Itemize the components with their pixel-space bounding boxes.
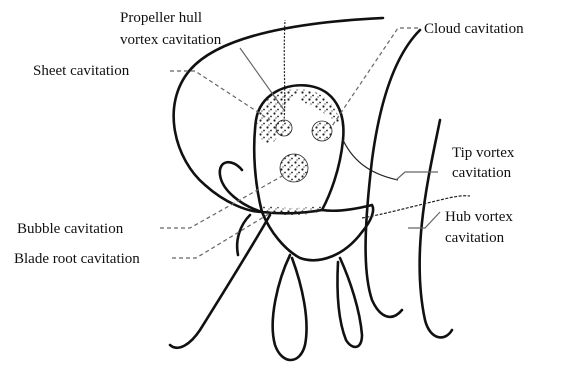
leader-cloud xyxy=(332,28,418,126)
label-tip-vortex-line2: cavitation xyxy=(452,165,512,181)
hub-stub xyxy=(237,215,250,255)
label-bubble-cavitation: Bubble cavitation xyxy=(17,221,124,237)
label-blade-root-cavitation: Blade root cavitation xyxy=(14,251,140,267)
hull-vortex-rope xyxy=(284,20,285,122)
bubble-cavitation-blob xyxy=(280,154,308,182)
leader-tip xyxy=(396,172,438,180)
lower-left-sweep xyxy=(170,215,270,348)
leading-edge-cavitation xyxy=(300,89,340,125)
far-right-sweep xyxy=(420,120,452,337)
hull-vortex-blob xyxy=(276,120,292,136)
cloud-cavitation-blob xyxy=(312,121,332,141)
label-hub-vortex-line1: Hub vortex xyxy=(445,209,513,225)
label-sheet-cavitation: Sheet cavitation xyxy=(33,63,130,79)
lower-blade xyxy=(273,255,307,360)
blade-root-band xyxy=(262,205,322,215)
label-propeller-hull-line1: Propeller hull xyxy=(120,10,202,26)
leader-hull-vortex xyxy=(240,48,284,110)
propeller-drawing xyxy=(170,18,470,360)
label-cloud-cavitation: Cloud cavitation xyxy=(424,21,524,37)
label-hub-vortex-line2: cavitation xyxy=(445,230,505,246)
tip-sweep-arc xyxy=(366,30,420,317)
right-lower-lobe xyxy=(337,258,362,347)
label-propeller-hull-line2: vortex cavitation xyxy=(120,32,222,48)
label-tip-vortex-line1: Tip vortex xyxy=(452,145,515,161)
